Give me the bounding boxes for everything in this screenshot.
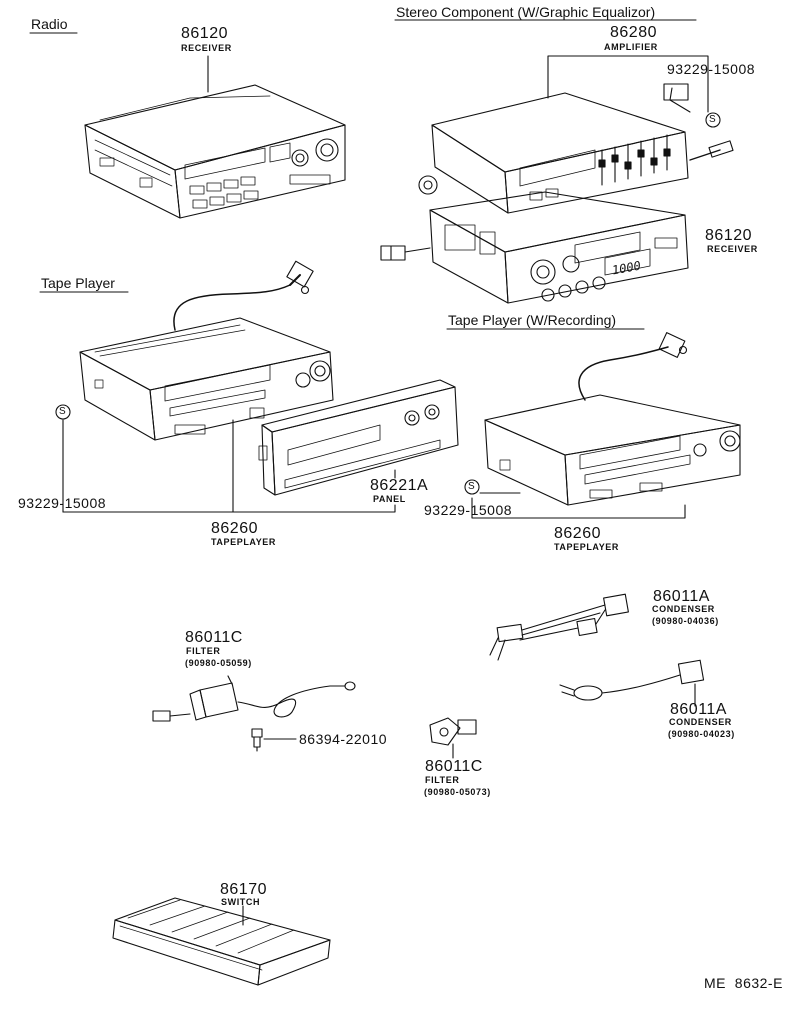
section-stereo: Stereo Component (W/Graphic Equalizor) [396,4,656,20]
amp-screw-part: 93229-15008 [667,61,756,77]
radio-receiver-unit [84,84,346,219]
switch-part: 86170 [220,881,267,898]
condenser-a-name: CONDENSER [652,604,715,614]
switch-name: SWITCH [221,897,261,907]
panel-name: PANEL [373,494,406,504]
rec-tape-player-part: 86260 [554,525,601,542]
screw-symbol-rec [464,479,480,495]
figure-code: ME 8632-E [704,975,783,991]
stereo-receiver-name: RECEIVER [707,244,758,254]
tape-rec-player-unit [484,332,741,506]
amplifier-name: AMPLIFIER [604,42,658,52]
filter-b-code: (90980-05073) [424,787,491,797]
bolt-unit [251,728,263,752]
rec-tape-player-name: TAPEPLAYER [554,542,620,552]
condenser-a-unit [489,593,629,661]
stereo-receiver-unit [380,191,689,304]
filter-a-code: (90980-05059) [185,658,252,668]
rec-bracket-line [471,497,686,519]
amplifier-part: 86280 [610,24,657,41]
condenser-a-code: (90980-04036) [652,616,719,626]
filter-b-name: FILTER [425,775,460,785]
panel-unit [258,379,459,496]
screw-s-rec: S [468,481,475,492]
tape-bracket-line [62,504,396,513]
tape-player-part: 86260 [211,520,258,537]
condenser-b-name: CONDENSER [669,717,732,727]
amplifier-leader [547,55,709,113]
radio-receiver-name: RECEIVER [181,43,232,53]
amplifier-unit [418,83,734,214]
condenser-a-part: 86011A [653,588,710,605]
tape-player-unit [79,260,334,441]
section-radio: Radio [31,16,68,32]
panel-part: 86221A [370,477,429,494]
radio-receiver-part: 86120 [181,25,228,42]
rec-screw-part: 93229-15008 [424,502,513,518]
screw-symbol-amp [705,112,721,128]
filter-a-part: 86011C [185,629,243,646]
screw-s-amp: S [709,114,716,125]
screw-symbol-tape [55,404,71,420]
switch-unit [112,897,331,986]
condenser-b-part: 86011A [670,701,727,718]
tape-player-name: TAPEPLAYER [211,537,277,547]
filter-a-name: FILTER [186,646,221,656]
screw-s-tape: S [59,406,66,417]
condenser-b-code: (90980-04023) [668,729,735,739]
condenser-b-unit [559,659,705,701]
filter-b-part: 86011C [425,758,483,775]
section-tape-rec: Tape Player (W/Recording) [448,312,617,328]
section-tape: Tape Player [41,275,115,291]
filter-b-unit [429,717,477,746]
filter-a-unit [152,675,356,722]
tape-screw-part: 93229-15008 [18,495,107,511]
stereo-receiver-part: 86120 [705,227,752,244]
bolt-part: 86394-22010 [299,731,388,747]
